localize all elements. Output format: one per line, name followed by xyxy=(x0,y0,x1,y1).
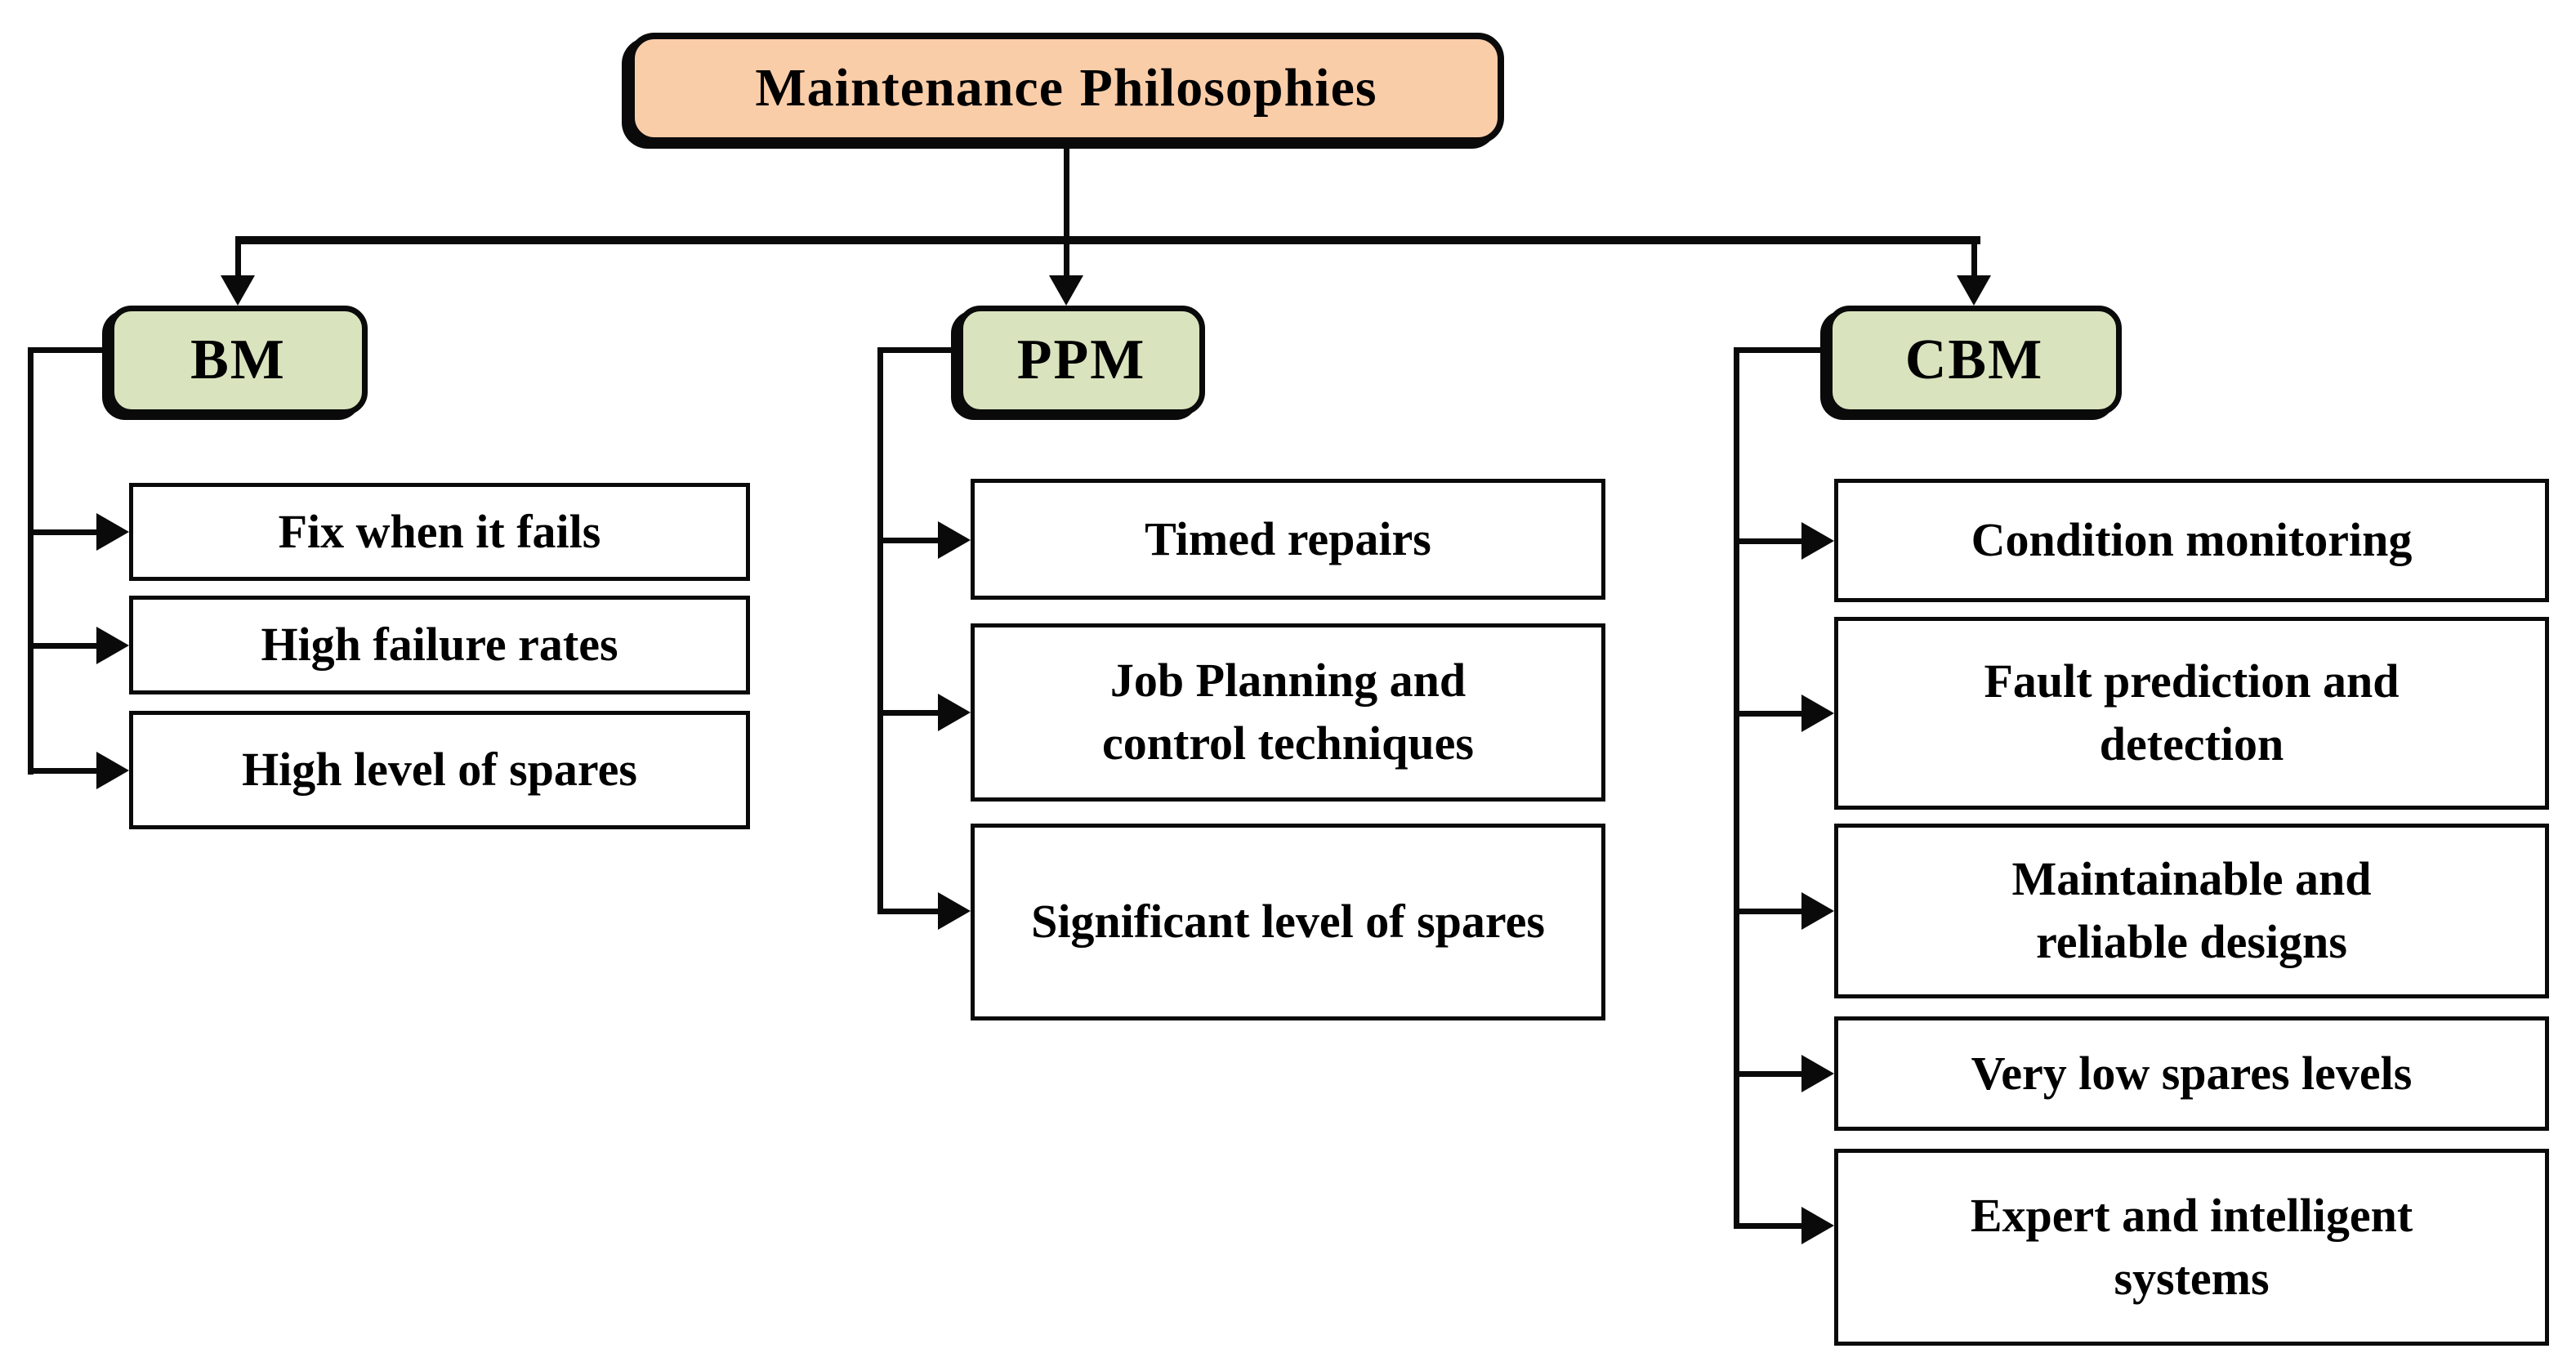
ppm-child1-arrowhead-icon xyxy=(938,521,971,559)
bm-drop-arrowhead-icon xyxy=(221,275,255,306)
cbm-child2-label: Fault prediction and detection xyxy=(1984,654,2400,770)
cbm-trunk-line xyxy=(1734,347,1739,1229)
branch-bm-node: BM xyxy=(109,306,368,415)
ppm-child-node-2: Job Planning and control techniques xyxy=(971,623,1605,802)
cbm-child1-label: Condition monitoring xyxy=(1971,513,2413,567)
bm-drop-line xyxy=(235,243,241,279)
cbm-drop-line xyxy=(1971,243,1977,279)
cbm-child-node-1: Condition monitoring xyxy=(1834,479,2549,602)
branch-ppm-label: PPM xyxy=(1016,328,1146,391)
bm-child-node-3: High level of spares xyxy=(129,711,750,829)
branch-cbm-label: CBM xyxy=(1904,328,2044,391)
bm-child3-connector-line xyxy=(28,768,98,774)
cbm-child4-connector-line xyxy=(1734,1071,1803,1077)
bm-child-node-1: Fix when it fails xyxy=(129,483,750,581)
ppm-child-node-3: Significant level of spares xyxy=(971,824,1605,1020)
ppm-child-node-1: Timed repairs xyxy=(971,479,1605,600)
top-horizontal-bar xyxy=(235,236,1980,244)
ppm-child1-connector-line xyxy=(877,538,940,543)
cbm-child5-arrowhead-icon xyxy=(1801,1207,1834,1244)
bm-child3-arrowhead-icon xyxy=(96,752,129,789)
cbm-child3-arrowhead-icon xyxy=(1801,892,1834,930)
bm-child1-arrowhead-icon xyxy=(96,513,129,551)
cbm-child-node-2: Fault prediction and detection xyxy=(1834,617,2549,810)
bm-child2-arrowhead-icon xyxy=(96,627,129,664)
ppm-child2-connector-line xyxy=(877,710,940,716)
ppm-child1-label: Timed repairs xyxy=(1145,511,1431,565)
bm-trunk-line xyxy=(28,347,33,775)
cbm-drop-arrowhead-icon xyxy=(1957,275,1991,306)
ppm-elbow-line xyxy=(877,347,963,353)
bm-child2-connector-line xyxy=(28,643,98,649)
cbm-child3-label: Maintainable and reliable designs xyxy=(2011,852,2372,968)
cbm-child-node-5: Expert and intelligent systems xyxy=(1834,1149,2549,1346)
cbm-child2-connector-line xyxy=(1734,711,1803,717)
cbm-child-node-4: Very low spares levels xyxy=(1834,1016,2549,1131)
bm-child3-label: High level of spares xyxy=(242,743,637,797)
ppm-drop-arrowhead-icon xyxy=(1049,275,1083,306)
cbm-child3-connector-line xyxy=(1734,909,1803,914)
branch-ppm-node: PPM xyxy=(958,306,1205,415)
ppm-trunk-line xyxy=(877,347,883,914)
ppm-child3-arrowhead-icon xyxy=(938,892,971,930)
root-node-label: Maintenance Philosophies xyxy=(755,58,1377,118)
ppm-child2-label: Job Planning and control techniques xyxy=(1102,654,1474,770)
cbm-child5-label: Expert and intelligent systems xyxy=(1970,1188,2413,1305)
cbm-child5-connector-line xyxy=(1734,1223,1803,1229)
branch-bm-label: BM xyxy=(190,328,286,391)
cbm-elbow-line xyxy=(1734,347,1833,353)
bm-elbow-line xyxy=(28,347,114,353)
cbm-child1-connector-line xyxy=(1734,538,1803,544)
bm-child-node-2: High failure rates xyxy=(129,596,750,694)
cbm-child2-arrowhead-icon xyxy=(1801,694,1834,732)
bm-child1-label: Fix when it fails xyxy=(278,504,601,558)
ppm-child2-arrowhead-icon xyxy=(938,694,971,731)
cbm-child1-arrowhead-icon xyxy=(1801,522,1834,560)
root-trunk-line xyxy=(1064,141,1069,240)
cbm-child4-label: Very low spares levels xyxy=(1971,1046,2413,1100)
bm-child2-label: High failure rates xyxy=(261,618,618,672)
branch-cbm-node: CBM xyxy=(1827,306,2122,415)
cbm-child-node-3: Maintainable and reliable designs xyxy=(1834,824,2549,998)
root-node: Maintenance Philosophies xyxy=(628,33,1504,144)
cbm-child4-arrowhead-icon xyxy=(1801,1055,1834,1092)
ppm-drop-line xyxy=(1064,243,1069,279)
bm-child1-connector-line xyxy=(28,529,98,535)
ppm-child3-label: Significant level of spares xyxy=(1031,895,1545,949)
ppm-child3-connector-line xyxy=(877,909,940,914)
